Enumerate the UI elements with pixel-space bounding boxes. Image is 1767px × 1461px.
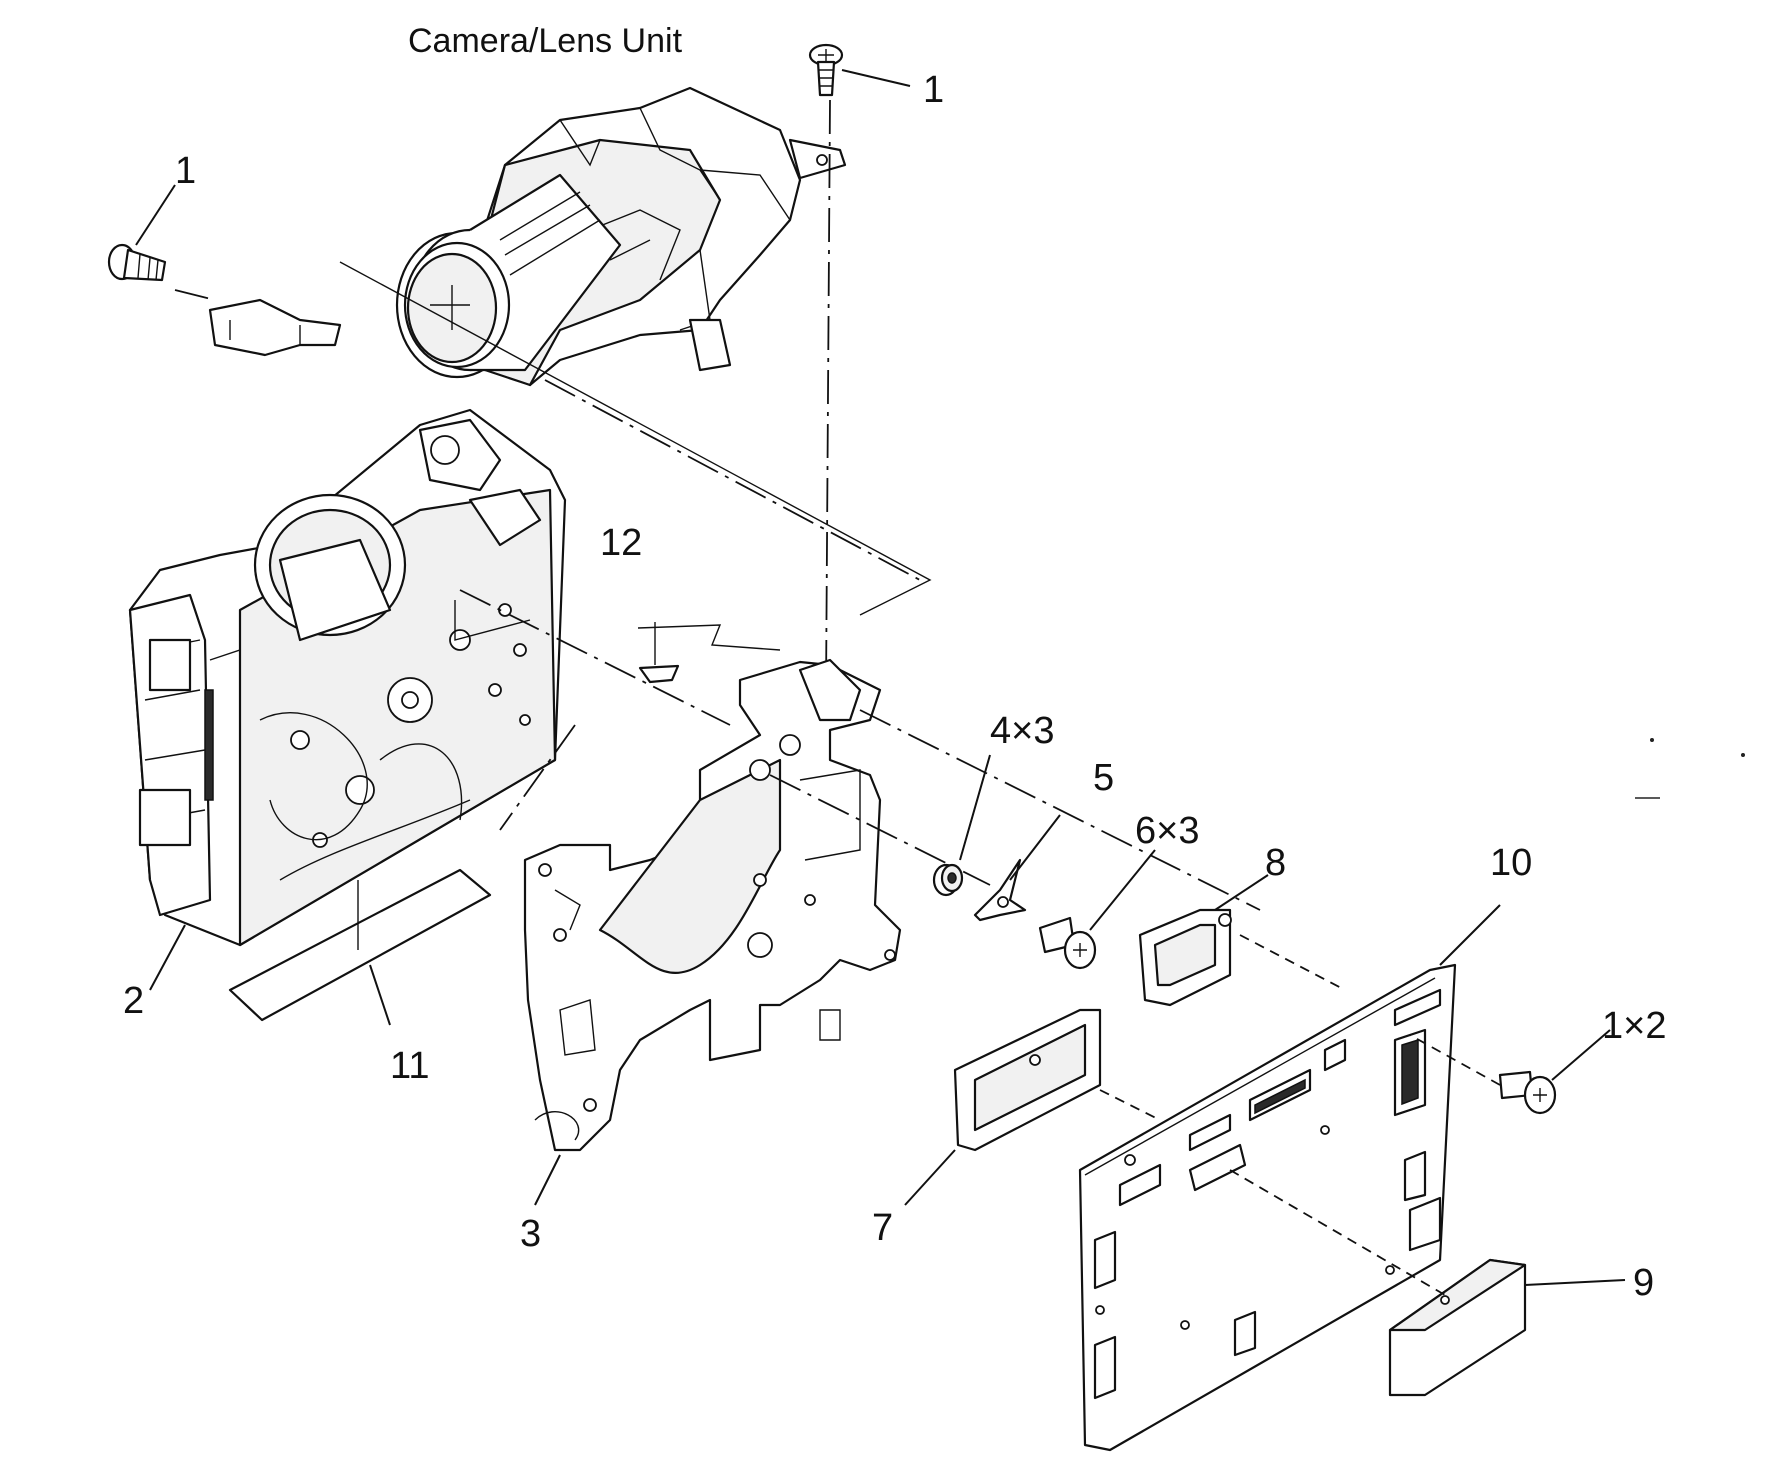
callout-12: 12: [600, 522, 642, 564]
screw-top: [808, 43, 844, 97]
circuit-board: [1078, 963, 1457, 1452]
callout-5: 5: [1093, 757, 1114, 799]
callout-11: 11: [390, 1045, 429, 1087]
callout-1x2: 1×2: [1602, 1005, 1666, 1047]
speck: [1650, 738, 1654, 742]
screw-1x2: [1498, 1070, 1557, 1115]
callout-7: 7: [872, 1207, 893, 1249]
callout-10: 10: [1490, 842, 1532, 884]
mechanism-deck: [128, 408, 567, 947]
cover-9: [1388, 1258, 1527, 1397]
speck: [1741, 753, 1745, 757]
shield-7: [953, 1008, 1102, 1152]
bracket-8: [1138, 908, 1232, 1007]
callout-1-top: 1: [923, 69, 944, 111]
diagram-title: Camera/Lens Unit: [408, 22, 683, 60]
callout-1-left: 1: [175, 150, 196, 192]
screw-6: [1038, 916, 1097, 970]
callout-8: 8: [1265, 842, 1286, 884]
callout-4x3: 4×3: [990, 710, 1054, 752]
main-frame: [523, 658, 902, 1152]
spring-clip: [973, 858, 1027, 922]
camera-lens-unit: [208, 86, 847, 387]
callout-9: 9: [1633, 1262, 1654, 1304]
callout-6x3: 6×3: [1135, 810, 1199, 852]
washer: [932, 863, 964, 897]
callout-3: 3: [520, 1213, 541, 1255]
screw-left: [107, 243, 167, 282]
pad: [638, 622, 680, 684]
sheet-strip: [228, 868, 492, 1022]
callout-2: 2: [123, 980, 144, 1022]
